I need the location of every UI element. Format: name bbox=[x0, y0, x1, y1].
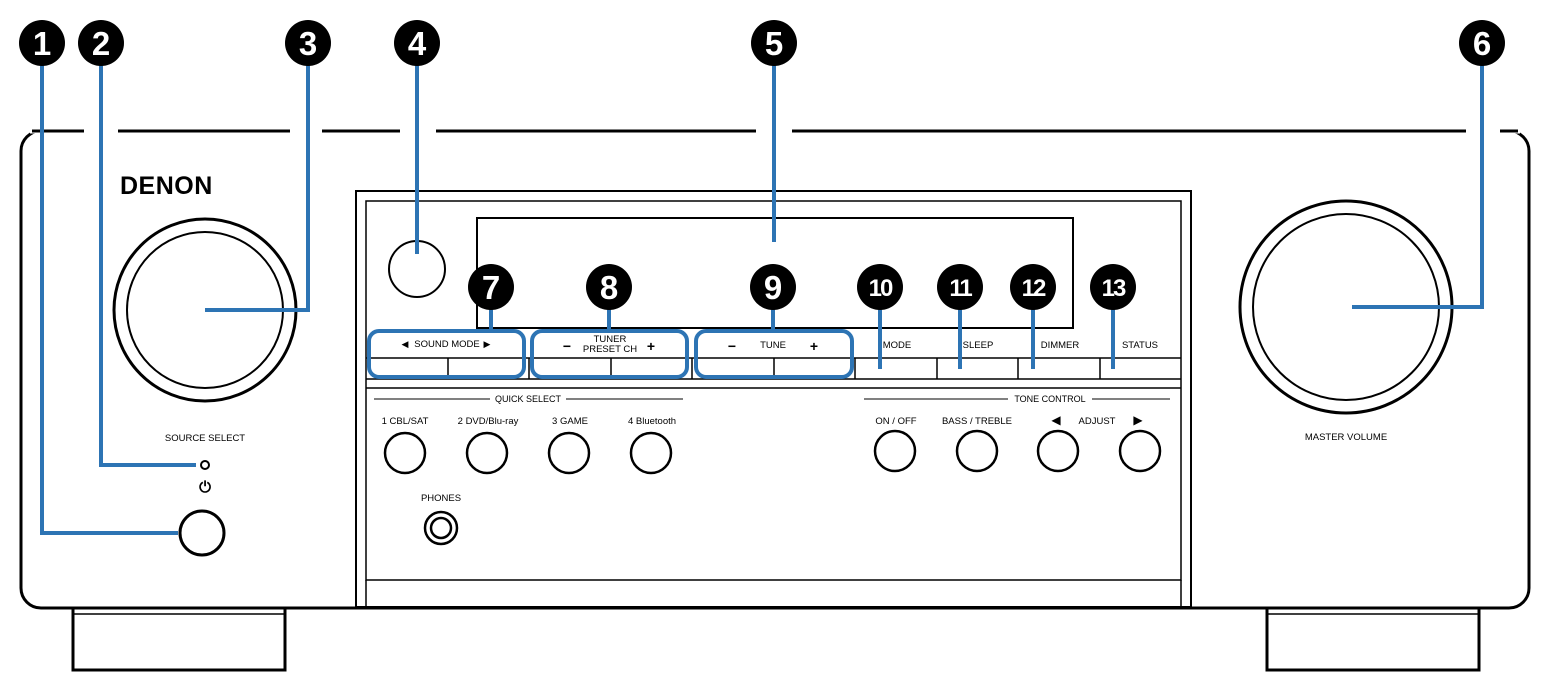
adjust-right-button[interactable] bbox=[1118, 429, 1162, 473]
phones-label: PHONES bbox=[421, 493, 461, 504]
quick-select-label: QUICK SELECT bbox=[495, 394, 562, 404]
callout-badge-2: 2 bbox=[78, 20, 124, 66]
callout-number-8: 8 bbox=[600, 269, 618, 306]
callout-line-1 bbox=[40, 62, 178, 535]
tune-plus-label: + bbox=[810, 338, 818, 354]
tuner-minus-label: − bbox=[563, 338, 571, 354]
quick-select-1-button[interactable] bbox=[383, 431, 427, 475]
callout-frame-tuner bbox=[530, 329, 689, 379]
callout-frame-sound-mode bbox=[367, 329, 526, 379]
callout-number-9: 9 bbox=[764, 269, 782, 306]
callout-badge-12: 12 bbox=[1010, 264, 1056, 310]
callout-badge-13: 13 bbox=[1090, 264, 1136, 310]
callout-number-2: 2 bbox=[92, 25, 110, 62]
callout-number-11: 11 bbox=[949, 275, 972, 302]
tuner-label-line1: TUNER bbox=[594, 334, 627, 345]
left-foot bbox=[71, 602, 287, 672]
bass-treble-button[interactable] bbox=[955, 429, 999, 473]
callout-line-2 bbox=[99, 62, 196, 467]
adjust-label: ADJUST bbox=[1079, 416, 1116, 427]
callout-badge-7: 7 bbox=[468, 264, 514, 310]
callout-badges: 1 2 3 4 5 6 7 8 9 10 11 12 13 bbox=[19, 20, 1505, 310]
phones-jack-inner bbox=[429, 516, 453, 540]
quick-select-1-label: 1 CBL/SAT bbox=[382, 416, 429, 427]
adjust-left-arrow-icon: ◀ bbox=[1051, 413, 1061, 427]
callout-number-5: 5 bbox=[765, 25, 783, 62]
mode-label: MODE bbox=[883, 340, 912, 351]
callout-number-4: 4 bbox=[408, 25, 427, 62]
callout-lines bbox=[40, 62, 1484, 535]
callout-line-6 bbox=[1352, 62, 1484, 309]
callout-number-6: 6 bbox=[1473, 25, 1491, 62]
callout-number-10: 10 bbox=[869, 275, 893, 302]
callout-badge-9: 9 bbox=[750, 264, 796, 310]
power-button[interactable] bbox=[178, 509, 226, 557]
sound-mode-label: SOUND MODE bbox=[414, 339, 479, 350]
dimmer-label: DIMMER bbox=[1041, 340, 1080, 351]
adjust-right-arrow-icon: ▶ bbox=[1133, 413, 1143, 427]
adjust-left-button[interactable] bbox=[1036, 429, 1080, 473]
callout-badge-6: 6 bbox=[1459, 20, 1505, 66]
power-symbol-icon: ⏻ bbox=[199, 479, 211, 496]
callout-number-12: 12 bbox=[1022, 275, 1046, 302]
callout-badge-11: 11 bbox=[937, 264, 983, 310]
callout-number-3: 3 bbox=[299, 25, 317, 62]
tuner-plus-label: + bbox=[647, 338, 655, 354]
callout-number-1: 1 bbox=[33, 25, 51, 62]
tuner-label-line2: PRESET CH bbox=[583, 344, 637, 355]
quick-select-2-label: 2 DVD/Blu-ray bbox=[458, 416, 519, 427]
callout-badge-5: 5 bbox=[751, 20, 797, 66]
callout-line-3 bbox=[205, 62, 310, 312]
callout-number-7: 7 bbox=[482, 269, 500, 306]
tone-on-off-button[interactable] bbox=[873, 429, 917, 473]
callout-badge-10: 10 bbox=[857, 264, 903, 310]
tune-minus-label: − bbox=[728, 338, 736, 354]
brand-logo: DENON bbox=[120, 172, 213, 200]
status-label: STATUS bbox=[1122, 340, 1158, 351]
callout-badge-4: 4 bbox=[394, 20, 440, 66]
callout-badge-1: 1 bbox=[19, 20, 65, 66]
callout-number-13: 13 bbox=[1102, 275, 1126, 302]
callout-frame-tune bbox=[694, 329, 854, 379]
bass-treble-label: BASS / TREBLE bbox=[942, 416, 1012, 427]
quick-select-2-button[interactable] bbox=[465, 431, 509, 475]
source-select-label: SOURCE SELECT bbox=[165, 433, 245, 444]
quick-select-4-button[interactable] bbox=[629, 431, 673, 475]
sound-mode-right-arrow-icon: ▶ bbox=[484, 339, 491, 349]
standby-indicator bbox=[200, 460, 210, 470]
quick-select-4-label: 4 Bluetooth bbox=[628, 416, 676, 427]
quick-select-3-label: 3 GAME bbox=[552, 416, 588, 427]
sound-mode-left-arrow-icon: ◀ bbox=[402, 339, 409, 349]
master-volume-label: MASTER VOLUME bbox=[1305, 432, 1387, 443]
right-foot bbox=[1265, 602, 1481, 672]
callout-badge-3: 3 bbox=[285, 20, 331, 66]
tone-on-off-label: ON / OFF bbox=[875, 416, 916, 427]
sleep-label: SLEEP bbox=[963, 340, 994, 351]
callout-badge-8: 8 bbox=[586, 264, 632, 310]
quick-select-3-button[interactable] bbox=[547, 431, 591, 475]
tune-label: TUNE bbox=[760, 340, 786, 351]
tone-control-label: TONE CONTROL bbox=[1014, 394, 1085, 404]
